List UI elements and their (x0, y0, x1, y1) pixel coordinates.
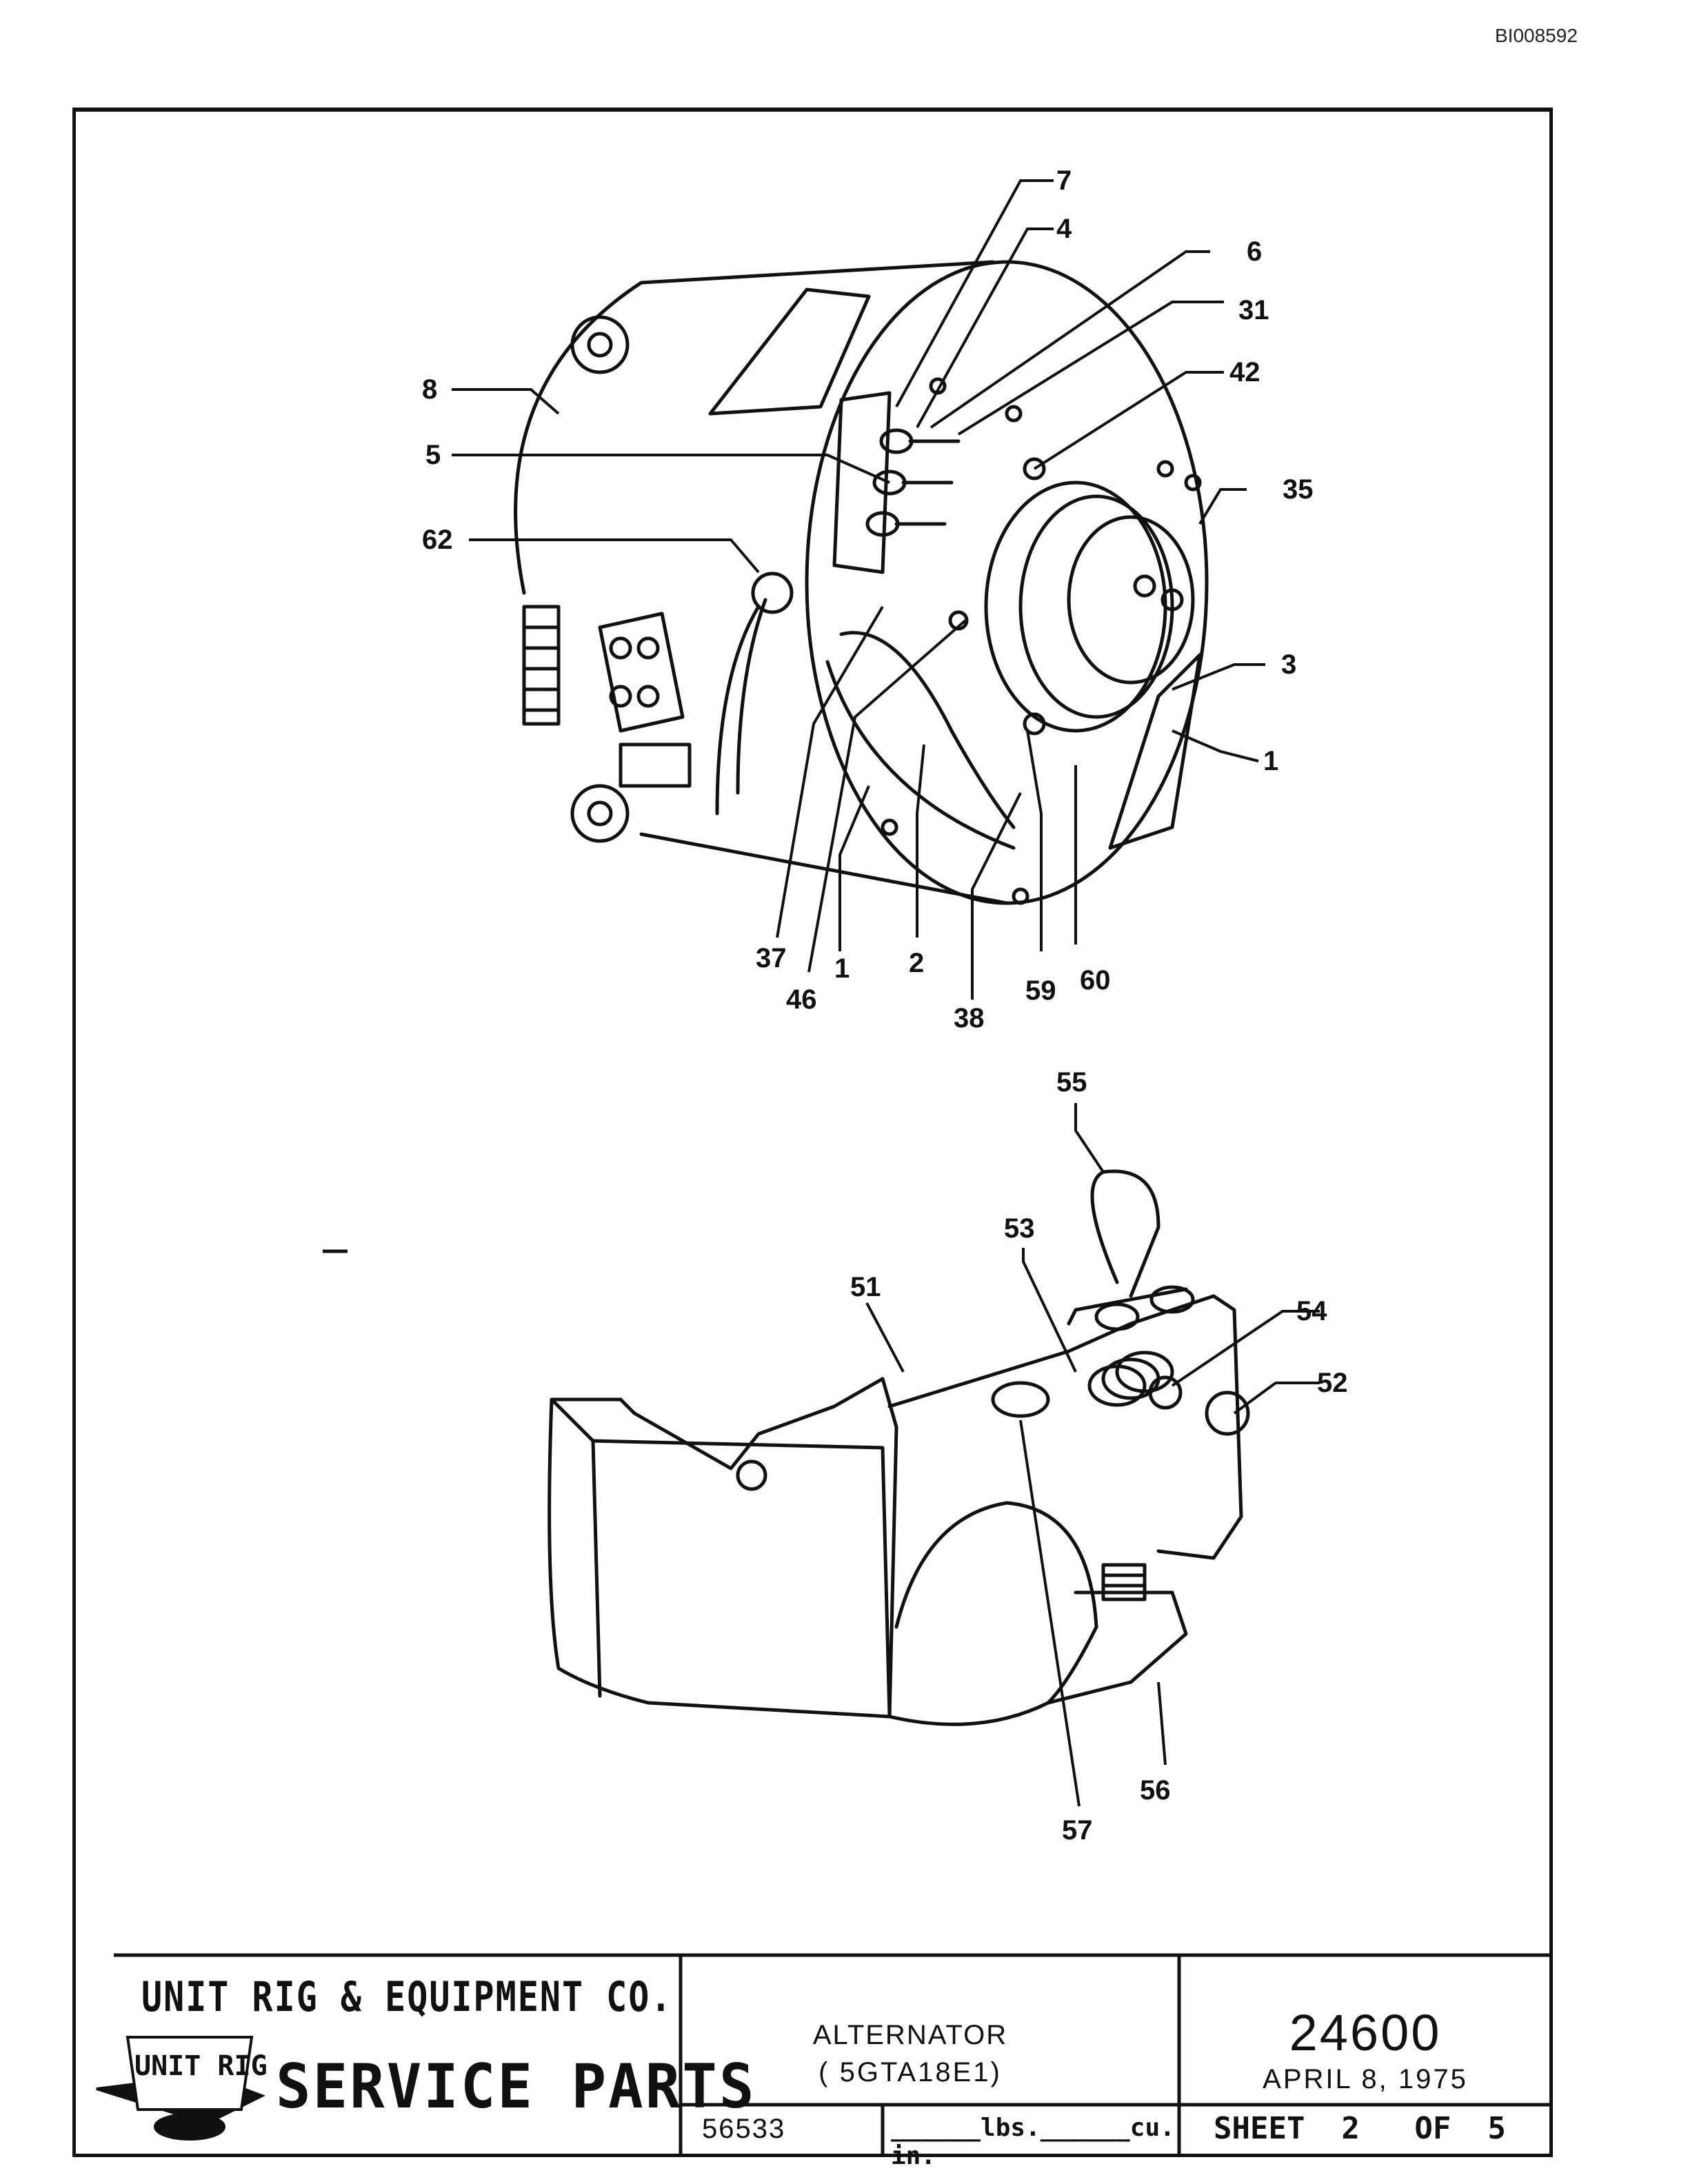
brush-holder-illustration (547, 1169, 1250, 1726)
callout-37: 37 (756, 943, 787, 973)
callout-7: 7 (1056, 165, 1072, 196)
model-number: ( 5GTA18E1) (818, 2057, 1002, 2087)
sheet-number: SHEET 2 OF 5 (1214, 2111, 1506, 2146)
part-title: ALTERNATOR (812, 2020, 1008, 2050)
callout-60: 60 (1080, 965, 1111, 995)
company-name: UNIT RIG & EQUIPMENT CO. (141, 1973, 673, 2021)
unit-rig-logo: UNIT RIG (96, 2036, 268, 2141)
callout-4: 4 (1056, 214, 1072, 244)
callout-42: 42 (1229, 357, 1260, 387)
title-block-grid (114, 1953, 1553, 2157)
callout-31: 31 (1238, 295, 1269, 325)
weight-volume-field: ______lbs.______cu. in. (891, 2114, 1175, 2170)
logo-text: UNIT RIG (134, 2050, 268, 2082)
callout-62: 62 (422, 525, 453, 555)
callout-38: 38 (954, 1003, 985, 1033)
callout-8: 8 (422, 374, 437, 405)
callout-56: 56 (1140, 1775, 1171, 1806)
callout-1-bottom: 1 (834, 953, 850, 984)
callout-5: 5 (425, 440, 441, 470)
document-id: BI008592 (1495, 25, 1578, 46)
callout-46: 46 (786, 984, 817, 1015)
alternator-illustration (514, 260, 1209, 905)
callout-59: 59 (1025, 975, 1056, 1006)
callout-1-right: 1 (1263, 746, 1278, 776)
callout-57: 57 (1062, 1815, 1093, 1846)
leader-lines (452, 179, 1320, 1807)
drawing-date: APRIL 8, 1975 (1263, 2064, 1468, 2094)
callout-labels: 7 4 6 31 42 35 8 5 62 3 1 37 46 1 2 38 5… (422, 165, 1348, 1846)
callout-53: 53 (1004, 1213, 1035, 1244)
callout-3: 3 (1281, 649, 1296, 680)
callout-55: 55 (1056, 1067, 1087, 1098)
callout-6: 6 (1247, 236, 1262, 267)
callout-52: 52 (1317, 1368, 1348, 1398)
callout-35: 35 (1283, 474, 1314, 505)
drawing-frame (72, 108, 1553, 2157)
callout-54: 54 (1296, 1296, 1327, 1326)
callout-51: 51 (850, 1272, 881, 1302)
service-parts-heading: SERVICE PARTS (276, 2051, 756, 2122)
callout-2: 2 (909, 948, 924, 978)
part-number: 56533 (702, 2114, 786, 2144)
drawing-number: 24600 (1289, 2004, 1442, 2061)
